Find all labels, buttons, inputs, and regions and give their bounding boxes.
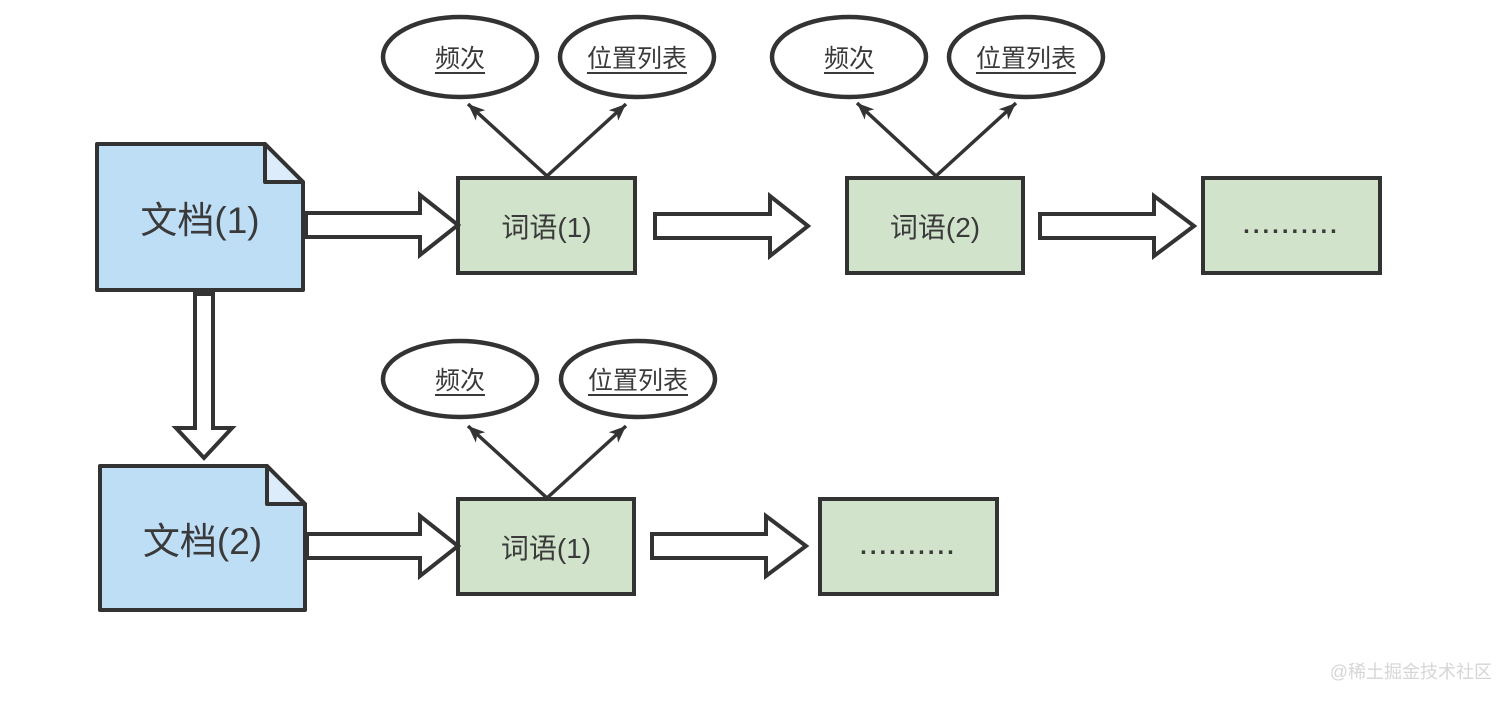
term-row2-term1-label: 词语(1) <box>500 532 592 564</box>
document-2-label: 文档(2) <box>142 521 263 562</box>
freq-ellipse-row1-term1 <box>380 14 540 100</box>
term-box-row1-more <box>1201 176 1382 275</box>
arrow-doc1-to-term1 <box>304 190 462 260</box>
arrow-term2-to-more <box>1038 192 1198 260</box>
positions-ellipse-row1-term2 <box>946 14 1106 100</box>
document-2-fold-corner-icon <box>265 464 307 506</box>
positions-row1-term1-label: 位置列表 <box>586 45 687 73</box>
freq-row2-term1-label: 频次 <box>434 367 485 395</box>
freq-row1-term2-label: 频次 <box>823 45 874 73</box>
positions-ellipse-row1-term1 <box>557 14 717 100</box>
term-row2-more-label: .......... <box>860 532 957 560</box>
arrow-row2-term1-to-more <box>650 512 810 580</box>
freq-row1-term1-label: 频次 <box>434 45 485 73</box>
pointer-term1-to-freq <box>466 102 549 178</box>
arrow-term1-to-term2 <box>653 191 812 261</box>
pointer-term1-to-positions <box>545 102 628 178</box>
pointer-row2-term1-to-positions <box>545 424 628 500</box>
positions-row2-term1-label: 位置列表 <box>587 367 688 395</box>
arrow-doc2-to-term1 <box>305 511 462 581</box>
term-box-row1-term1 <box>456 176 637 275</box>
pointer-term2-to-positions <box>934 101 1018 178</box>
arrow-doc1-to-doc2 <box>171 292 237 461</box>
freq-ellipse-row1-term2 <box>769 14 929 100</box>
term-row1-term1-label: 词语(1) <box>501 211 592 243</box>
watermark: @稀土掘金技术社区 <box>1329 662 1492 682</box>
document-1-fold-corner-icon <box>263 142 305 184</box>
term-row1-term2-label: 词语(2) <box>889 211 981 243</box>
positions-ellipse-row2-term1 <box>558 338 718 420</box>
pointer-term2-to-freq <box>855 101 938 178</box>
pointer-row2-term1-to-freq <box>466 424 549 500</box>
freq-ellipse-row2-term1 <box>380 338 540 420</box>
document-1-shape <box>95 142 305 292</box>
term-box-row1-term2 <box>845 176 1025 275</box>
term-row1-more-label: .......... <box>1243 211 1340 239</box>
positions-row1-term2-label: 位置列表 <box>975 45 1076 73</box>
term-box-row2-more <box>818 497 999 596</box>
document-1-label: 文档(1) <box>140 200 260 241</box>
